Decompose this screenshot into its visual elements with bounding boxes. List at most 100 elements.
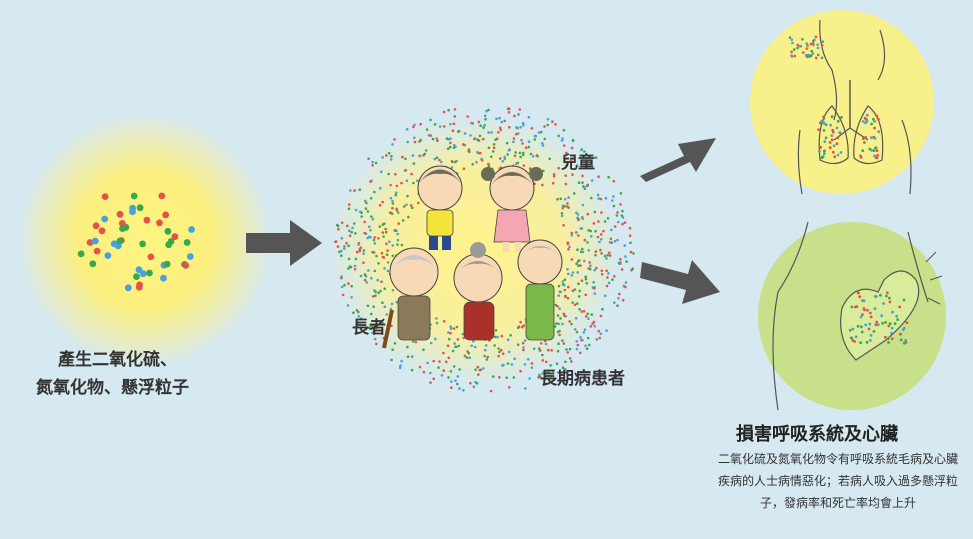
particle-dot bbox=[373, 190, 376, 194]
particle-dot bbox=[456, 375, 460, 378]
particle-dot bbox=[594, 253, 597, 257]
particle-dot bbox=[507, 350, 511, 354]
particle-dot bbox=[478, 134, 482, 138]
particle-dot bbox=[457, 344, 461, 348]
particle-dot bbox=[590, 196, 593, 200]
particle-dot bbox=[899, 338, 903, 342]
particle-dot bbox=[521, 121, 525, 125]
particle-dot bbox=[607, 272, 610, 275]
particle-dot bbox=[163, 260, 171, 268]
particle-dot bbox=[444, 360, 448, 364]
particle-dot bbox=[396, 243, 399, 246]
particle-dot bbox=[412, 181, 415, 185]
particle-dot bbox=[93, 247, 101, 255]
particle-dot bbox=[567, 272, 570, 276]
particle-dot bbox=[431, 137, 435, 141]
particle-dot bbox=[562, 312, 566, 316]
particle-dot bbox=[517, 113, 520, 116]
particle-dot bbox=[869, 315, 873, 319]
particle-dot bbox=[412, 162, 416, 165]
particle-dot bbox=[576, 213, 580, 216]
particle-dot bbox=[577, 282, 580, 285]
particle-dot bbox=[449, 141, 452, 145]
particle-dot bbox=[446, 147, 450, 150]
particle-dot bbox=[606, 217, 610, 220]
particle-dot bbox=[592, 280, 595, 284]
particle-dot bbox=[581, 181, 584, 184]
particle-dot bbox=[477, 120, 481, 124]
particle-dot bbox=[360, 215, 363, 218]
particle-dot bbox=[580, 279, 584, 282]
particle-dot bbox=[828, 141, 832, 144]
particle-dot bbox=[586, 336, 590, 340]
particle-dot bbox=[564, 182, 568, 186]
particle-dot bbox=[578, 308, 581, 311]
particle-dot bbox=[405, 127, 409, 131]
particle-dot bbox=[861, 137, 865, 140]
particle-dot bbox=[522, 346, 525, 349]
particle-dot bbox=[621, 222, 624, 226]
particle-dot bbox=[598, 336, 602, 340]
particle-dot bbox=[619, 258, 622, 261]
particle-dot bbox=[389, 196, 393, 200]
particle-dot bbox=[455, 325, 459, 329]
particle-dot bbox=[429, 381, 432, 384]
particle-dot bbox=[410, 172, 413, 176]
particle-dot bbox=[393, 138, 396, 141]
particle-dot bbox=[584, 277, 588, 281]
particle-dot bbox=[476, 150, 479, 154]
particle-dot bbox=[593, 268, 596, 272]
particle-dot bbox=[387, 151, 391, 155]
particle-dot bbox=[381, 231, 385, 234]
particle-dot bbox=[872, 117, 875, 121]
particle-dot bbox=[850, 305, 854, 309]
particle-dot bbox=[556, 197, 559, 201]
particle-dot bbox=[182, 262, 190, 269]
particle-dot bbox=[354, 232, 357, 235]
particle-dot bbox=[589, 229, 592, 233]
particle-dot bbox=[580, 338, 583, 342]
particle-dot bbox=[877, 130, 881, 134]
particle-dot bbox=[453, 108, 457, 111]
particle-dot bbox=[362, 252, 365, 255]
particle-dot bbox=[508, 126, 511, 129]
particle-dot bbox=[377, 262, 380, 265]
particle-dot bbox=[522, 348, 525, 352]
particle-dot bbox=[77, 250, 85, 258]
particle-dot bbox=[576, 271, 579, 274]
particle-dot bbox=[492, 146, 496, 149]
child-boy-figure bbox=[417, 165, 463, 250]
particle-dot bbox=[498, 376, 501, 379]
particle-dot bbox=[617, 297, 620, 300]
particle-dot bbox=[605, 329, 608, 332]
particle-dot bbox=[463, 354, 467, 358]
particle-dot bbox=[558, 333, 561, 337]
group-label-children: 兒童 bbox=[561, 153, 595, 173]
particle-dot bbox=[500, 348, 503, 352]
particle-dot bbox=[442, 351, 445, 355]
particle-dot bbox=[608, 251, 611, 255]
particle-dot bbox=[628, 226, 632, 230]
particle-dot bbox=[449, 327, 453, 330]
particle-dot bbox=[407, 215, 410, 219]
particle-dot bbox=[370, 276, 373, 280]
particle-dot bbox=[399, 364, 402, 368]
particle-dot bbox=[559, 197, 562, 201]
particle-dot bbox=[429, 371, 432, 375]
particle-dot bbox=[449, 370, 453, 373]
particle-dot bbox=[876, 153, 880, 157]
particle-dot bbox=[371, 218, 375, 221]
particle-dot bbox=[592, 222, 596, 225]
particle-dot bbox=[881, 321, 885, 325]
particle-dot bbox=[579, 351, 582, 355]
particle-dot bbox=[594, 230, 597, 233]
particle-dot bbox=[564, 360, 567, 364]
particle-dot bbox=[348, 234, 352, 238]
particle-dot bbox=[519, 320, 522, 324]
particle-dot bbox=[374, 294, 377, 297]
particle-dot bbox=[369, 197, 373, 200]
child-girl-figure bbox=[481, 165, 543, 252]
particle-dot bbox=[854, 335, 858, 339]
particle-dot bbox=[496, 335, 499, 339]
particle-dot bbox=[584, 293, 587, 297]
